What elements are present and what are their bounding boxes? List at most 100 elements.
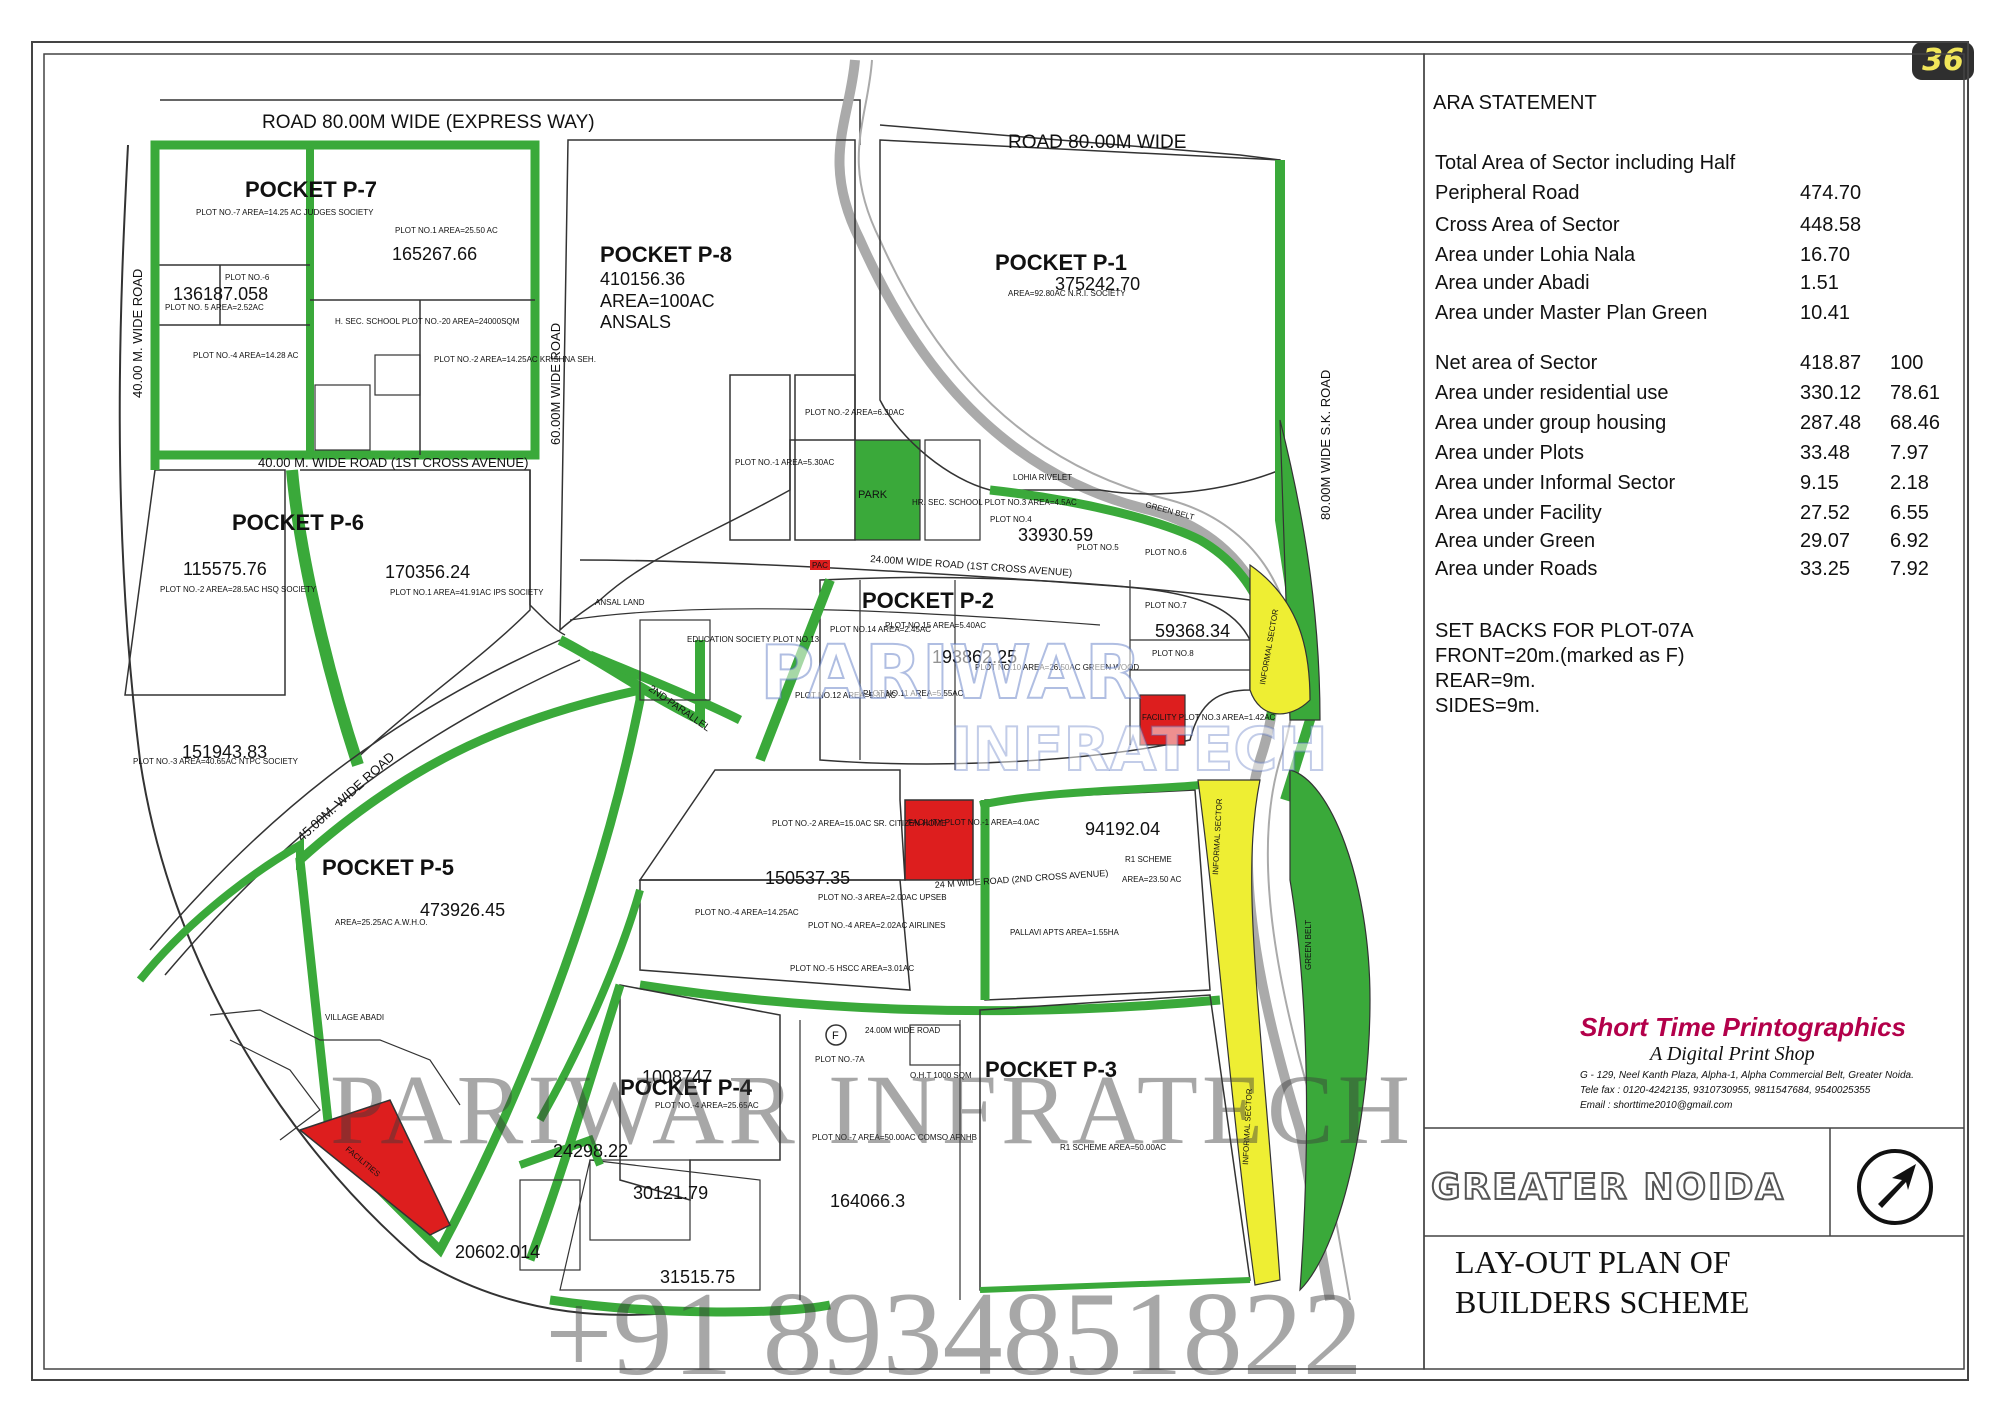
edu-society-label: EDUCATION SOCIETY PLOT NO.13 [687,635,820,644]
informal-sector-mid-label: INFORMAL SECTOR [1211,798,1224,875]
p2-plot7-value: 59368.34 [1155,621,1230,641]
statement-label: Total Area of Sector including Half [1435,152,1736,174]
pocket-p5-outline [295,684,645,1258]
p2-plot10-value: 193862.25 [932,647,1017,667]
p6-plot3-value: 151943.83 [182,742,267,762]
green-belt-east [1289,769,1371,1292]
mid-plot2-value: 150537.35 [765,868,850,888]
road-40m-cross-label: 40.00 M. WIDE ROAD (1ST CROSS AVENUE) [258,455,528,470]
area-statement-panel: ARA STATEMENT Total Area of Sector inclu… [1425,52,1963,1366]
p7-school-label: H. SEC. SCHOOL PLOT NO.-20 AREA=24000SQM [335,317,520,326]
p8-plot2-label: PLOT NO.-2 AREA=6.30AC [805,408,904,417]
statement-label: Cross Area of Sector [1435,214,1620,236]
statement-value: 16.70 [1800,244,1851,266]
p8-area: AREA=100AC [600,291,715,311]
statement-label: Peripheral Road [1435,182,1580,204]
informal-sector-bottom-label: INFORMAL SECTOR [1241,1088,1254,1165]
watermark-name: PARIWAR INFRATECH [330,1054,1414,1165]
p2-plot5-label: PLOT NO.5 [1077,543,1119,552]
statement-value: 1.51 [1800,272,1839,294]
statement-row: Area under Abadi 1.51 [1435,272,1839,295]
p4-value-c: 30121.79 [633,1183,708,1203]
statement-row: Peripheral Road 474.70 [1435,182,1861,205]
map-frame [43,53,1425,1370]
facility-p5 [298,1099,451,1236]
p2-plot11-label: PLOT NO.11 AREA=5.55AC [863,689,964,698]
pocket-p1-label: POCKET P-1 [995,250,1127,275]
statement-percent: 6.92 [1890,530,1929,552]
printer-email: Email : shorttime2010@gmail.com [1580,1100,1733,1111]
p7-plot6-label: PLOT NO.-6 [225,273,270,282]
plan-title-line2: BUILDERS SCHEME [1455,1284,1750,1320]
setback-line: REAR=9m. [1435,670,1536,692]
statement-value: 9.15 [1800,472,1839,494]
p6-plot1-value: 170356.24 [385,562,470,582]
printer-name: Short Time Printographics [1580,1012,1907,1042]
statement-percent: 6.55 [1890,502,1929,524]
setback-line: SIDES=9m. [1435,695,1541,717]
statement-label: Area under Abadi [1435,272,1590,294]
park [854,439,921,541]
road-80m-label: ROAD 80.00M WIDE [1008,132,1186,153]
statement-value: 418.87 [1800,352,1862,374]
plan-title-line1: LAY-OUT PLAN OF [1455,1244,1731,1280]
p4-value-d: 20602.014 [455,1242,540,1262]
statement-heading: ARA STATEMENT [1433,92,1597,114]
plot7a-label: PLOT NO.-7A [815,1055,865,1064]
printer-tagline: A Digital Print Shop [1650,1043,1815,1065]
statement-value: 27.52 [1800,502,1851,524]
village-abadi-label: VILLAGE ABADI [325,1013,384,1022]
mid-plot4-label: PLOT NO.-4 AREA=14.25AC [695,908,799,917]
setback-line: FRONT=20m.(marked as F) [1435,645,1685,667]
outer-border [31,41,1969,1381]
r1-scheme-value: 94192.04 [1085,819,1160,839]
statement-label: Area under Roads [1435,558,1598,580]
statement-label: Area under group housing [1435,412,1667,434]
p2-plot14-label: PLOT NO.14 AREA=2.45AC [830,625,931,634]
statement-row: Total Area of Sector including Half [1435,152,1735,175]
north-arrow-icon [1857,1149,1933,1225]
pallavi-label: PALLAVI APTS AREA=1.55HA [1010,928,1120,937]
green-belt-east-label: GREEN BELT [1304,920,1313,970]
p6-plot2-value: 115575.76 [183,559,267,579]
statement-value: 448.58 [1800,214,1862,236]
pocket-p7-label: POCKET P-7 [245,177,377,202]
informal-sector-top [1249,563,1311,715]
road-60m-label: 60.00M WIDE ROAD [548,323,563,445]
pocket-p2-label: POCKET P-2 [862,588,994,613]
statement-value: 474.70 [1800,182,1862,204]
statement-label: Area under Informal Sector [1435,472,1676,494]
statement-value: 10.41 [1800,302,1851,324]
statement-percent: 68.46 [1890,412,1941,434]
road-expressway-label: ROAD 80.00M WIDE (EXPRESS WAY) [262,112,595,133]
p4-value-a: 1008747 [642,1067,712,1087]
statement-percent: 7.92 [1890,558,1929,580]
p4-value-e: 31515.75 [660,1267,735,1287]
pocket-p8-label: POCKET P-8 [600,242,732,267]
western-boundary [118,144,701,1316]
statement-percent: 2.18 [1890,472,1929,494]
p6-plot3-label: PLOT NO.-3 AREA=40.65AC NTPC SOCIETY [133,757,299,766]
road-24m-wide-label: 24.00M WIDE ROAD [865,1026,940,1035]
upseb-label: PLOT NO.-3 AREA=2.00AC UPSEB [818,893,947,902]
road-80m-sk-label: 80.00M WIDE S.K. ROAD [1318,370,1333,520]
p1-value: 375242.70 [1055,274,1140,294]
oht-label: O.H.T 1000 SQM [910,1071,972,1080]
setback-line: SET BACKS FOR PLOT-07A [1435,620,1694,642]
p3-value: 164066.3 [830,1191,905,1211]
p4-plot4-label: PLOT NO.-4 AREA=25.65AC [655,1101,759,1110]
p2-plot6-label: PLOT NO.6 [1145,548,1187,557]
p8-value: 410156.36 [600,269,685,289]
statement-label: Area under Plots [1435,442,1584,464]
airlines-label: PLOT NO.-4 AREA=2.02AC AIRLINES [808,921,945,930]
r1-scheme-a-label: R1 SCHEME [1125,855,1172,864]
p7-plot2-label: PLOT NO.-2 AREA=14.25AC KRISHNA SEH. [434,355,596,364]
p7-plot1-label: PLOT NO.1 AREA=25.50 AC [395,226,498,235]
